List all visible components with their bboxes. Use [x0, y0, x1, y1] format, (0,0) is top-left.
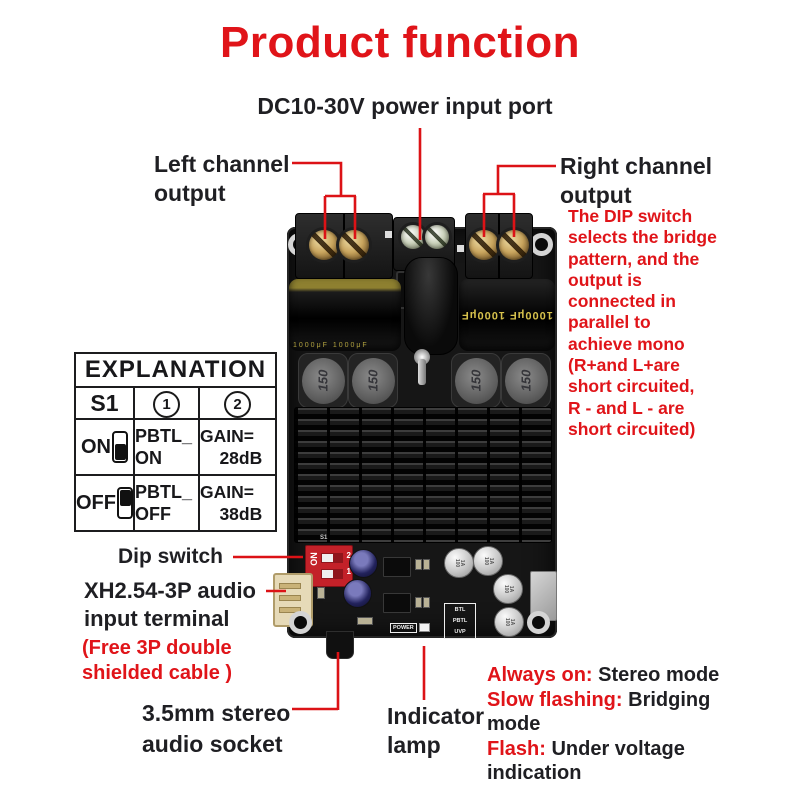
- circled-2: 2: [224, 391, 251, 418]
- ic-chip: [383, 557, 411, 577]
- dip-toggle-1: [321, 569, 343, 579]
- table-cell-state-on: ON: [74, 418, 135, 476]
- smd-component: [357, 617, 373, 625]
- silk-power-label: POWER: [390, 623, 417, 633]
- label-dip-switch: Dip switch: [118, 545, 224, 568]
- table-cell-mode-off: PBTL_ OFF: [133, 474, 200, 532]
- dip-pin2-label: 2: [346, 551, 351, 560]
- state-text: OFF: [76, 491, 116, 514]
- label-stereo-socket: 3.5mm stereo audio socket: [142, 700, 291, 757]
- dip-on-label: ON: [309, 552, 319, 566]
- indicator-lamp: [419, 623, 430, 632]
- inductor: 150: [298, 353, 348, 408]
- mount-hole-bottom-right: [527, 611, 550, 634]
- smd-component: [423, 559, 430, 570]
- inductor: 150: [501, 353, 551, 408]
- explanation-table: EXPLANATION S1 1 2 ON PBTL_ ON GAIN= 28d…: [74, 352, 277, 532]
- capacitor-center: [404, 257, 458, 355]
- dip-toggle-2: [321, 553, 343, 563]
- silk-btl: BTL: [454, 606, 466, 613]
- silkscreen-mark: [457, 245, 464, 252]
- table-col-1: 1: [133, 386, 200, 420]
- silkscreen-mark: [385, 231, 392, 238]
- mount-hole-top-right: [530, 233, 553, 256]
- label-indicator-lamp: Indicator lamp: [387, 703, 485, 758]
- left-channel-terminal: [295, 213, 393, 279]
- legend-always-on: Always on: Stereo mode: [487, 663, 737, 688]
- label-dip-note: The DIP switch selects the bridge patter…: [568, 206, 717, 439]
- line-stereo-socket: [292, 652, 340, 711]
- table-cell-gain-28: GAIN= 28dB: [198, 418, 277, 476]
- terminal-screw: [401, 225, 425, 249]
- smd-component: [423, 597, 430, 608]
- capacitor-right: 1000μF 1000μF: [459, 279, 555, 351]
- silver-capacitor: 1A 100: [493, 574, 523, 604]
- legend-key: Flash:: [487, 737, 546, 760]
- smd-component: [415, 559, 422, 570]
- circled-1: 1: [153, 391, 180, 418]
- terminal-screw: [499, 230, 529, 260]
- label-right-channel: Right channel output: [560, 153, 713, 208]
- right-channel-terminal: [465, 213, 533, 279]
- dip-pin1-label: 1: [346, 567, 351, 576]
- blue-capacitor: [349, 549, 378, 578]
- silk-pbtl: PBTL: [452, 617, 468, 624]
- heatsink: [294, 407, 552, 543]
- capacitor-marking: 1000μF 1000μF: [461, 309, 553, 321]
- terminal-screw: [469, 230, 499, 260]
- mount-pin: [418, 359, 426, 385]
- ic-chip: [383, 593, 411, 613]
- capacitor-marking: 1000μF 1000μF: [293, 342, 369, 349]
- legend-key: Slow flashing:: [487, 688, 623, 711]
- state-text: ON: [81, 435, 111, 458]
- mount-hole-bottom-left: [289, 611, 312, 634]
- inductor: 150: [348, 353, 398, 408]
- label-audio-input-note: (Free 3P double shielded cable ): [82, 637, 233, 684]
- terminal-screw: [339, 230, 369, 260]
- terminal-screw: [309, 230, 339, 260]
- legend-value: Stereo mode: [592, 664, 720, 686]
- table-cell-state-off: OFF: [74, 474, 135, 532]
- table-col-s1: S1: [74, 386, 135, 420]
- silk-uvp: UVP: [454, 629, 466, 636]
- table-col-2: 2: [198, 386, 277, 420]
- legend-slow-flashing: Slow flashing: Bridging mode: [487, 688, 737, 737]
- switch-down-icon: [117, 487, 133, 519]
- silver-capacitor: 1A 100: [473, 546, 503, 576]
- silver-capacitor: 1A 100: [494, 607, 524, 637]
- table-cell-mode-on: PBTL_ ON: [133, 418, 200, 476]
- table-cell-gain-38: GAIN= 38dB: [198, 474, 277, 532]
- amplifier-board: 1000μF 1000μF 1000μF 1000μF 150 150 150 …: [273, 213, 557, 659]
- legend-value: Bridging mode: [487, 688, 711, 736]
- inductor: 150: [451, 353, 501, 408]
- silk-mode-labels: BTL PBTL UVP: [444, 603, 476, 639]
- silk-s1-label: S1: [320, 535, 328, 541]
- legend-flash: Flash: Under voltage indication: [487, 737, 737, 786]
- blue-capacitor: [343, 579, 372, 608]
- label-power-input: DC10-30V power input port: [257, 93, 553, 119]
- capacitor-left: [289, 279, 401, 351]
- label-left-channel: Left channel output: [154, 151, 290, 206]
- power-input-terminal: [393, 217, 455, 271]
- stereo-audio-jack: [326, 631, 354, 659]
- legend-value: Under voltage indication: [487, 737, 685, 785]
- terminal-screw: [425, 225, 449, 249]
- silver-capacitor: 1A 100: [444, 548, 474, 578]
- legend-key: Always on:: [487, 664, 593, 686]
- smd-component: [317, 587, 325, 599]
- switch-up-icon: [112, 431, 128, 463]
- smd-component: [415, 597, 422, 608]
- label-audio-input: XH2.54-3P audio input terminal: [84, 578, 256, 631]
- page-title: Product function: [220, 18, 580, 67]
- table-title: EXPLANATION: [74, 352, 277, 388]
- indicator-legend: Always on: Stereo mode Slow flashing: Br…: [487, 663, 737, 786]
